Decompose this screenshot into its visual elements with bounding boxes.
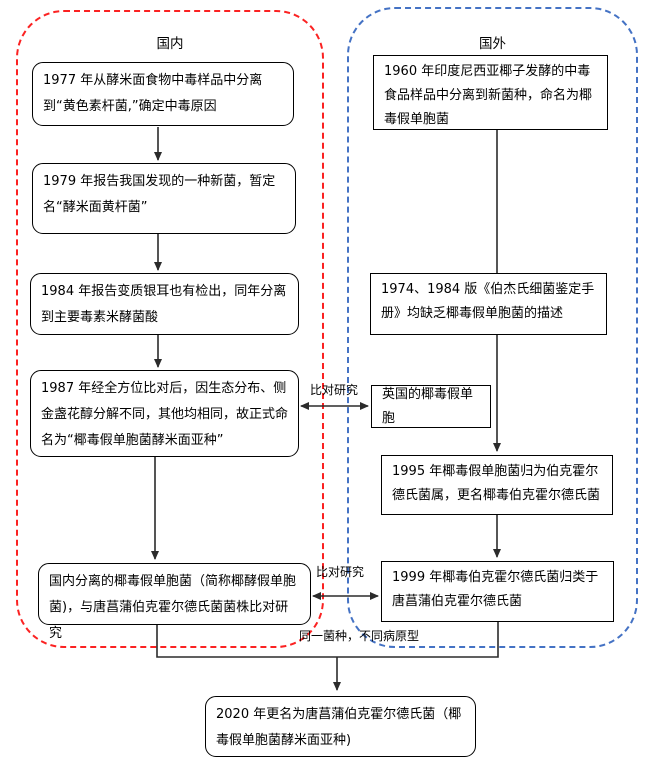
- label-conclusion: 同一菌种，不同病原型: [299, 629, 420, 643]
- box-1977: 1977 年从酵米面食物中毒样品中分离到“黄色素杆菌,”确定中毒原因: [32, 62, 294, 126]
- foreign-group-frame: [347, 7, 638, 648]
- box-1979: 1979 年报告我国发现的一种新菌，暂定名“酵米面黄杆菌”: [32, 163, 296, 234]
- merge-connector: [156, 622, 499, 658]
- box-1974-manual: 1974、1984 版《伯杰氏细菌鉴定手册》均缺乏椰毒假单胞菌的描述: [370, 273, 607, 335]
- box-2020-final: 2020 年更名为唐菖蒲伯克霍尔德氏菌（椰毒假单胞菌酵米面亚种): [205, 696, 476, 757]
- domestic-group-frame: [16, 10, 324, 648]
- box-1999: 1999 年椰毒伯克霍尔德氏菌归类于唐菖蒲伯克霍尔德氏菌: [381, 561, 614, 622]
- box-1995: 1995 年椰毒假单胞菌归为伯克霍尔德氏菌属，更名椰毒伯克霍尔德氏菌: [381, 455, 613, 515]
- box-uk-strain: 英国的椰毒假单胞: [371, 385, 491, 428]
- label-compare-bottom: 比对研究: [316, 565, 365, 579]
- foreign-group-title: 国外: [479, 36, 506, 52]
- box-1960: 1960 年印度尼西亚椰子发酵的中毒食品样品中分离到新菌种，命名为椰毒假单胞菌: [373, 55, 608, 130]
- box-1987: 1987 年经全方位比对后，因生态分布、侧金盏花醇分解不同，其他均相同，故正式命…: [30, 370, 299, 457]
- domestic-group-title: 国内: [156, 36, 184, 52]
- label-compare-top: 比对研究: [310, 383, 359, 397]
- box-domestic-compare: 国内分离的椰毒假单胞菌（简称椰酵假单胞菌)，与唐菖蒲伯克霍尔德氏菌菌株比对研究: [38, 563, 311, 641]
- box-1984: 1984 年报告变质银耳也有检出，同年分离到主要毒素米酵菌酸: [30, 273, 299, 335]
